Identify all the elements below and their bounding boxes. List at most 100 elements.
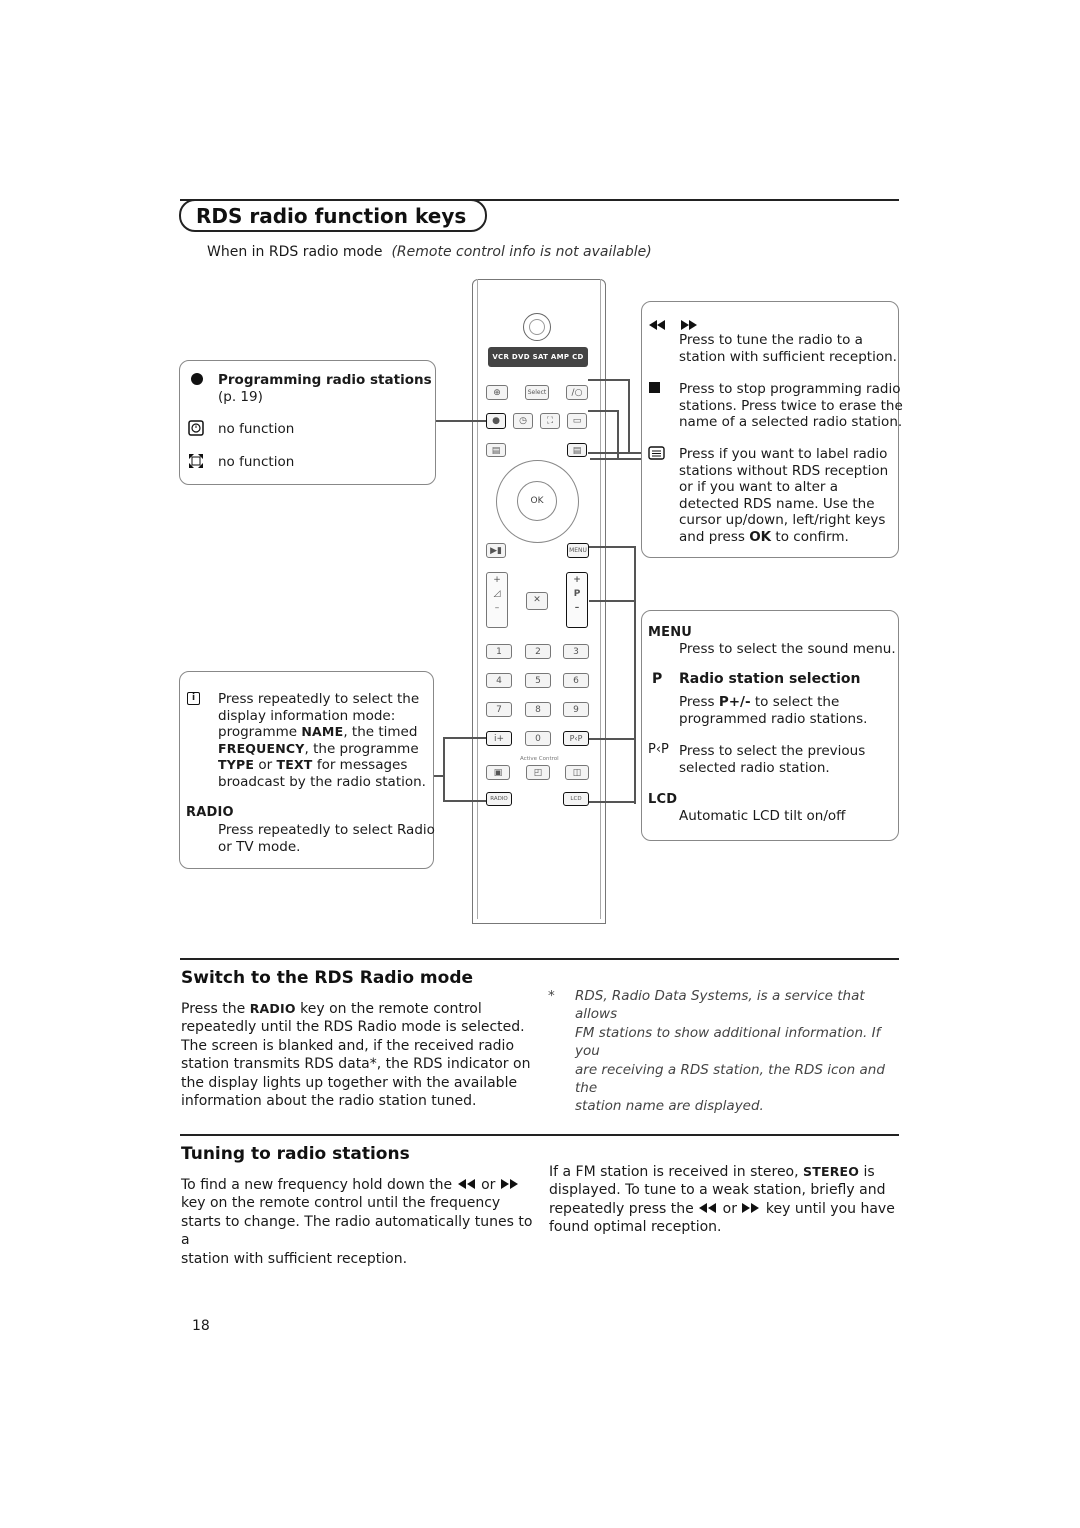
- title-rule: [180, 199, 899, 201]
- connector-stop: [588, 410, 618, 412]
- connector-text2: [590, 458, 641, 460]
- remote-digit-1[interactable]: 1: [486, 644, 512, 659]
- info-description: Press repeatedly to select the display i…: [218, 691, 426, 790]
- connector-info-h: [434, 775, 444, 777]
- connector-menu-v: [634, 546, 636, 804]
- remote-lcd-button[interactable]: LCD: [563, 792, 589, 806]
- clock-icon: [188, 420, 204, 436]
- tune-description: Press to tune the radio to a station wit…: [679, 332, 897, 365]
- remote-select-button[interactable]: Select: [525, 385, 549, 400]
- red-dot-icon: [191, 373, 203, 385]
- lcd-heading: LCD: [648, 792, 678, 807]
- remote-ambi-button[interactable]: ◰: [526, 765, 550, 780]
- radio-description: Press repeatedly to select Radio or TV m…: [218, 822, 435, 855]
- connector-text: [588, 452, 641, 454]
- connector-ff: [588, 379, 629, 381]
- connector-info-v: [443, 737, 445, 802]
- left-bottom-box: [179, 671, 434, 869]
- forward-icon: [500, 1179, 518, 1189]
- connector-menu: [589, 546, 635, 548]
- programming-item: Programming radio stations (p. 19): [218, 372, 432, 405]
- no-function-1: no function: [218, 421, 295, 437]
- remote-clock-button[interactable]: ◷: [513, 413, 533, 429]
- remote-mute-button[interactable]: ✕: [526, 592, 548, 610]
- source-bar[interactable]: VCR DVD SAT AMP CD: [488, 347, 588, 367]
- remote-radio-button[interactable]: RADIO: [486, 792, 512, 806]
- format-icon: [187, 452, 205, 470]
- p-heading: Radio station selection: [679, 671, 861, 687]
- pp-icon: P‹P: [648, 742, 669, 757]
- rewind-icon-2: [699, 1202, 717, 1213]
- remote-dpad[interactable]: [496, 460, 579, 543]
- rds-footnote: RDS, Radio Data Systems, is a service th…: [575, 988, 885, 1115]
- connector-stop-v: [617, 410, 619, 459]
- teletext-icon: [648, 445, 665, 460]
- connector-p: [589, 600, 635, 602]
- remote-red-button[interactable]: ●: [486, 413, 506, 429]
- remote-digit-5[interactable]: 5: [525, 673, 551, 688]
- remote-menu-button[interactable]: MENU: [567, 543, 589, 558]
- remote-pp-button[interactable]: P‹P: [563, 731, 589, 746]
- page-number: 18: [192, 1318, 210, 1334]
- stop-description: Press to stop programming radio stations…: [679, 381, 903, 430]
- stop-icon: [649, 382, 660, 393]
- remote-pip-button[interactable]: ▣: [486, 765, 510, 780]
- no-function-2: no function: [218, 454, 295, 470]
- lcd-description: Automatic LCD tilt on/off: [679, 808, 846, 824]
- right-bottom-box: [641, 610, 899, 841]
- subtitle-plain: When in RDS radio mode: [207, 244, 383, 260]
- subtitle-italic: (Remote control info is not available): [391, 244, 652, 260]
- page-title: RDS radio function keys: [196, 204, 467, 228]
- remote-digit-7[interactable]: 7: [486, 702, 512, 717]
- right-top-box: [641, 301, 899, 558]
- remote-demo-button[interactable]: ◫: [565, 765, 589, 780]
- menu-description: Press to select the sound menu.: [679, 641, 896, 657]
- connector-pp: [589, 738, 635, 740]
- remote-teletext-button[interactable]: ▤: [567, 443, 587, 457]
- remote-volume-rocker[interactable]: +◿–: [486, 572, 508, 628]
- remote-digit-3[interactable]: 3: [563, 644, 589, 659]
- connector-red: [436, 420, 486, 422]
- remote-digit-2[interactable]: 2: [525, 644, 551, 659]
- remote-smart-button[interactable]: ▤: [486, 443, 506, 457]
- remote-program-rocker[interactable]: +P–: [566, 572, 588, 628]
- info-icon: i: [187, 692, 200, 705]
- remote-av-button[interactable]: ⊕: [486, 385, 508, 400]
- remote-digit-8[interactable]: 8: [525, 702, 551, 717]
- title-frame: [179, 199, 487, 232]
- footnote-star: *: [548, 988, 555, 1004]
- remote-inner: [477, 279, 601, 919]
- tuning-right-paragraph: If a FM station is received in stereo, S…: [549, 1164, 895, 1236]
- remote-digit-6[interactable]: 6: [563, 673, 589, 688]
- forward-icon-2: [742, 1202, 760, 1213]
- pp-description: Press to select the previous selected ra…: [679, 743, 866, 776]
- connector-ff-v: [628, 379, 630, 454]
- active-control-label: Active Control: [520, 756, 559, 762]
- menu-heading: MENU: [648, 625, 693, 640]
- p-description: Press P+/- to select the programmed radi…: [679, 694, 868, 727]
- tuning-left-paragraph: To find a new frequency hold down the or…: [181, 1177, 533, 1267]
- section-rule-switch: [180, 958, 899, 960]
- label-description: Press if you want to label radio station…: [679, 446, 889, 545]
- power-button[interactable]: [523, 313, 551, 341]
- p-letter: P: [652, 671, 663, 687]
- remote-dual-button[interactable]: /○: [566, 385, 588, 400]
- remote-info-key[interactable]: i+: [486, 731, 512, 746]
- remote-ok-button[interactable]: OK: [517, 481, 557, 521]
- rewind-icon: [457, 1179, 475, 1189]
- section-rule-tuning: [180, 1134, 899, 1136]
- remote-play-button[interactable]: ▶▮: [486, 543, 506, 558]
- tuning-heading: Tuning to radio stations: [181, 1144, 410, 1164]
- subtitle: When in RDS radio mode (Remote control i…: [207, 244, 652, 260]
- remote-info-button[interactable]: ▭: [567, 413, 587, 429]
- remote-format-button[interactable]: ⛶: [540, 413, 560, 429]
- radio-heading: RADIO: [186, 805, 234, 820]
- remote-digit-9[interactable]: 9: [563, 702, 589, 717]
- switch-paragraph: Press the RADIO key on the remote contro…: [181, 1001, 531, 1110]
- remote-digit-0[interactable]: 0: [525, 731, 551, 746]
- rewind-forward-icon: [648, 317, 708, 331]
- power-icon: [529, 319, 545, 335]
- remote-digit-4[interactable]: 4: [486, 673, 512, 688]
- left-top-box: [179, 360, 436, 485]
- connector-info: [443, 737, 486, 739]
